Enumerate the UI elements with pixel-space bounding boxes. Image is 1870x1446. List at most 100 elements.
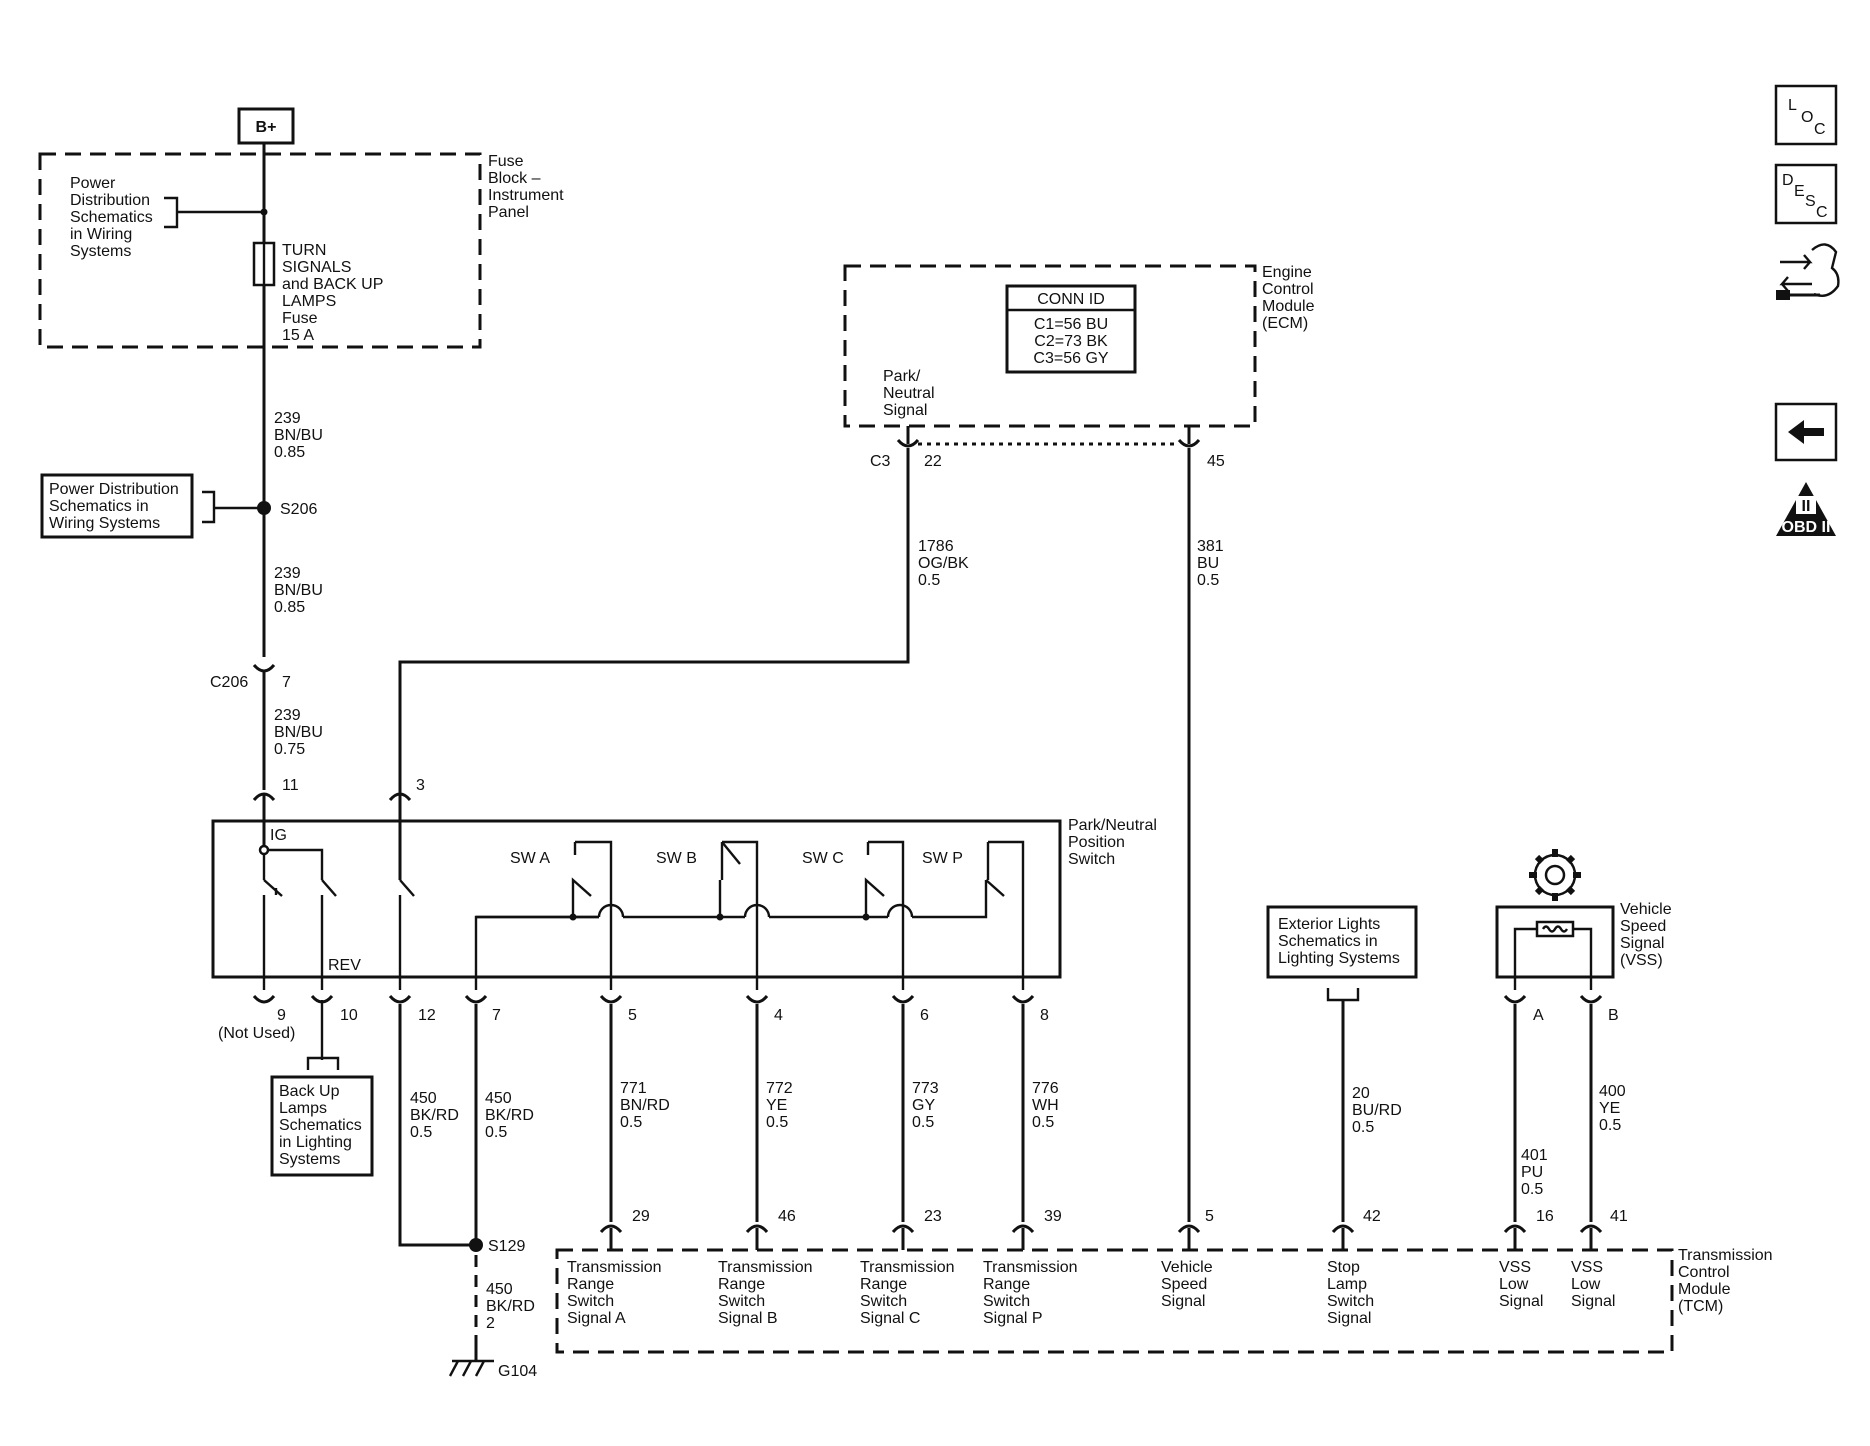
switch-b bbox=[718, 840, 759, 990]
text-line: VSS bbox=[1571, 1259, 1603, 1276]
text-line: Transmission bbox=[718, 1259, 813, 1276]
pnp-pin-11-symbol bbox=[252, 792, 276, 802]
sw-c-label: SW C bbox=[802, 850, 844, 867]
tcm-connectors bbox=[599, 1224, 1603, 1250]
text-line: Switch bbox=[1068, 851, 1115, 868]
text-line: Neutral bbox=[883, 385, 935, 402]
text-line: and BACK UP bbox=[282, 276, 383, 293]
vss-pin-b-symbol bbox=[1579, 994, 1603, 1004]
text-line: YE bbox=[766, 1097, 787, 1114]
text-line: Signal bbox=[1327, 1310, 1371, 1327]
text-line: Park/ bbox=[883, 368, 921, 385]
connector-c206-pin: 7 bbox=[282, 674, 291, 691]
text-line: Signal A bbox=[567, 1310, 626, 1327]
text-line: Switch bbox=[1327, 1293, 1374, 1310]
obd-ii-icon[interactable]: II OBD II bbox=[1776, 482, 1836, 536]
connector-swap-icon[interactable] bbox=[1776, 243, 1840, 300]
wire-450-a bbox=[398, 1004, 476, 1247]
text-line: Schematics bbox=[70, 209, 153, 226]
text-line: Lamp bbox=[1327, 1276, 1367, 1293]
vss-pin-a-symbol bbox=[1503, 994, 1527, 1004]
text-line: Lamps bbox=[279, 1100, 327, 1117]
tcm-pin-46: 46 bbox=[778, 1208, 796, 1225]
backup-lamps-reference-box bbox=[270, 1075, 374, 1177]
pnp-pin-12: 12 bbox=[418, 1007, 436, 1024]
text-line: GY bbox=[912, 1097, 935, 1114]
tcm-pin-42: 42 bbox=[1363, 1208, 1381, 1225]
ecm-pin-22: 22 bbox=[924, 453, 942, 470]
text-line: BU bbox=[1197, 555, 1219, 572]
text-line: 776 bbox=[1032, 1080, 1059, 1097]
text-line: Switch bbox=[860, 1293, 907, 1310]
text-line: Signal bbox=[1571, 1293, 1615, 1310]
text-line: Block – bbox=[488, 170, 541, 187]
tcm-pin-23: 23 bbox=[924, 1208, 942, 1225]
text-line: C2=73 BK bbox=[1034, 333, 1108, 350]
text-line: Signal bbox=[883, 402, 927, 419]
text-line: BN/BU bbox=[274, 724, 323, 741]
text-line: OG/BK bbox=[918, 555, 969, 572]
ecm-pin-45-symbol bbox=[1177, 438, 1201, 448]
text-line: SIGNALS bbox=[282, 259, 351, 276]
text-line: 450 bbox=[410, 1090, 437, 1107]
sw-p-label: SW P bbox=[922, 850, 963, 867]
splice-s129-label: S129 bbox=[488, 1238, 525, 1255]
ecm-pin-45: 45 bbox=[1207, 453, 1225, 470]
text-line: 0.5 bbox=[1599, 1117, 1621, 1134]
text-line: Back Up bbox=[279, 1083, 340, 1100]
pnp-pin-10: 10 bbox=[340, 1007, 358, 1024]
text-line: 1786 bbox=[918, 538, 954, 555]
pnp-switch-contact-3 bbox=[399, 879, 415, 897]
svg-text:C: C bbox=[1816, 204, 1828, 221]
text-line: (TCM) bbox=[1678, 1298, 1723, 1315]
back-arrow-icon[interactable] bbox=[1774, 402, 1838, 462]
svg-text:O: O bbox=[1801, 109, 1813, 126]
text-line: Signal bbox=[1161, 1293, 1205, 1310]
text-line: BU/RD bbox=[1352, 1102, 1402, 1119]
switch-p bbox=[985, 840, 1025, 990]
text-line: Switch bbox=[983, 1293, 1030, 1310]
text-line: BK/RD bbox=[486, 1298, 535, 1315]
text-line: Transmission bbox=[983, 1259, 1078, 1276]
pnp-bottom-connectors bbox=[252, 994, 1035, 1004]
text-line: (ECM) bbox=[1262, 315, 1308, 332]
ground-g104-icon bbox=[448, 1345, 494, 1377]
text-line: Low bbox=[1499, 1276, 1529, 1293]
text-line: Schematics in bbox=[49, 498, 149, 515]
connector-c206-label: C206 bbox=[210, 674, 248, 691]
text-line: 401 bbox=[1521, 1147, 1548, 1164]
text-line: (VSS) bbox=[1620, 952, 1663, 969]
text-line: Range bbox=[567, 1276, 614, 1293]
text-line: Wiring Systems bbox=[49, 515, 160, 532]
text-line: 0.85 bbox=[274, 599, 305, 616]
text-line: Transmission bbox=[1678, 1247, 1773, 1264]
text-line: Range bbox=[860, 1276, 907, 1293]
text-line: 772 bbox=[766, 1080, 793, 1097]
ecm-outline bbox=[843, 264, 1257, 428]
loc-icon[interactable]: L O C bbox=[1774, 84, 1838, 146]
text-line: 381 bbox=[1197, 538, 1224, 555]
text-line: Schematics bbox=[279, 1117, 362, 1134]
vss-coil-icon bbox=[1513, 920, 1593, 990]
text-line: 0.5 bbox=[1521, 1181, 1543, 1198]
text-line: WH bbox=[1032, 1097, 1059, 1114]
text-line: Control bbox=[1262, 281, 1314, 298]
text-line: Switch bbox=[567, 1293, 614, 1310]
tcm-pin-29: 29 bbox=[632, 1208, 650, 1225]
text-line: BN/BU bbox=[274, 427, 323, 444]
text-line: Stop bbox=[1327, 1259, 1360, 1276]
fuse-block-outline bbox=[38, 152, 482, 349]
conn-id-header: CONN ID bbox=[1037, 291, 1105, 308]
ecm-pin-22-symbol bbox=[896, 438, 920, 448]
ig-switch-contact-2 bbox=[321, 879, 337, 897]
desc-icon[interactable]: D E S C bbox=[1774, 163, 1838, 225]
text-line: Module bbox=[1678, 1281, 1731, 1298]
